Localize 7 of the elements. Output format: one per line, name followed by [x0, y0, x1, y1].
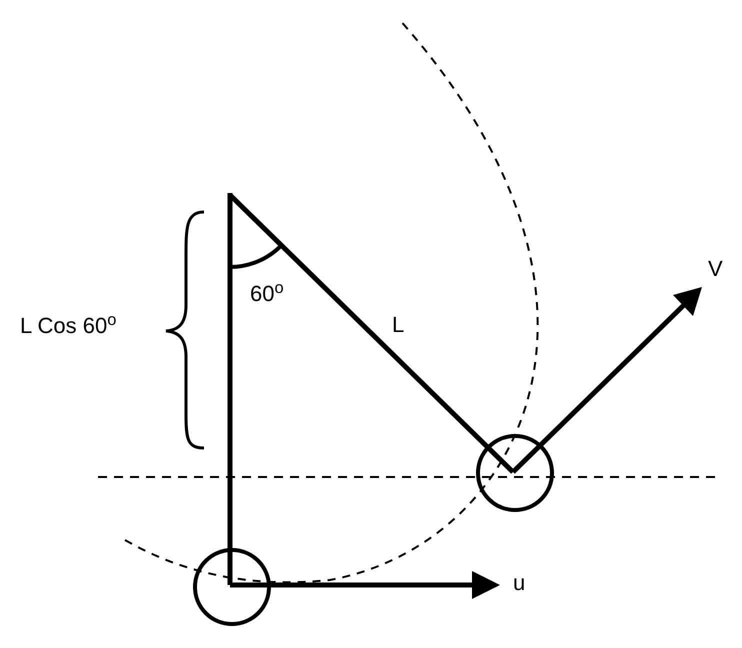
bob-circle — [476, 434, 554, 512]
label-text: 60$^{o}$ — [250, 283, 284, 305]
label-text: u — [513, 572, 526, 594]
label-text: L Cos 60$^{o}$ — [20, 315, 116, 337]
label-text: L — [392, 314, 404, 336]
bob-circle — [193, 548, 271, 626]
label-text: V — [708, 258, 723, 280]
